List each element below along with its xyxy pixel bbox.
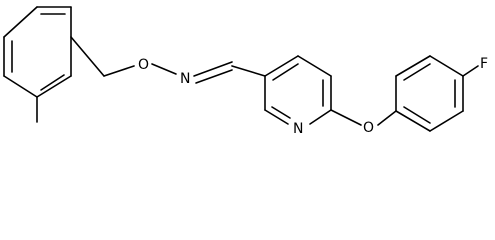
bond <box>3 75 38 98</box>
bond <box>395 55 431 77</box>
bond-double-inner <box>271 106 291 119</box>
pyridine-nitrogen-label: N <box>293 121 303 137</box>
bond <box>297 55 332 77</box>
bond <box>264 55 299 77</box>
bond-ch2 <box>70 36 105 77</box>
molecule-structure: O N N O F <box>3 6 488 137</box>
fluorine-label: F <box>480 56 488 72</box>
bond-double-inner <box>403 63 431 81</box>
bond-f <box>462 65 479 77</box>
bond-o-n <box>151 63 177 75</box>
bond-lines <box>3 6 479 132</box>
bond <box>429 55 464 77</box>
bond-ether <box>330 109 362 126</box>
bond <box>3 6 38 38</box>
imine-nitrogen-label: N <box>180 71 190 87</box>
bond <box>429 110 464 132</box>
bond-ether <box>377 110 397 126</box>
bond-cn-double <box>195 69 233 84</box>
bond-double-inner <box>403 106 431 124</box>
bond-cn-double <box>193 61 233 77</box>
bond <box>264 109 289 125</box>
bond <box>231 65 266 77</box>
bond <box>395 110 431 132</box>
bond <box>36 75 72 98</box>
bond-double-inner <box>272 63 299 81</box>
oxime-oxygen-label: O <box>138 57 149 73</box>
ether-oxygen-label: O <box>363 120 374 136</box>
bond-ch2-o <box>103 65 135 77</box>
bond-double-inner <box>40 74 65 91</box>
bond <box>309 109 332 125</box>
